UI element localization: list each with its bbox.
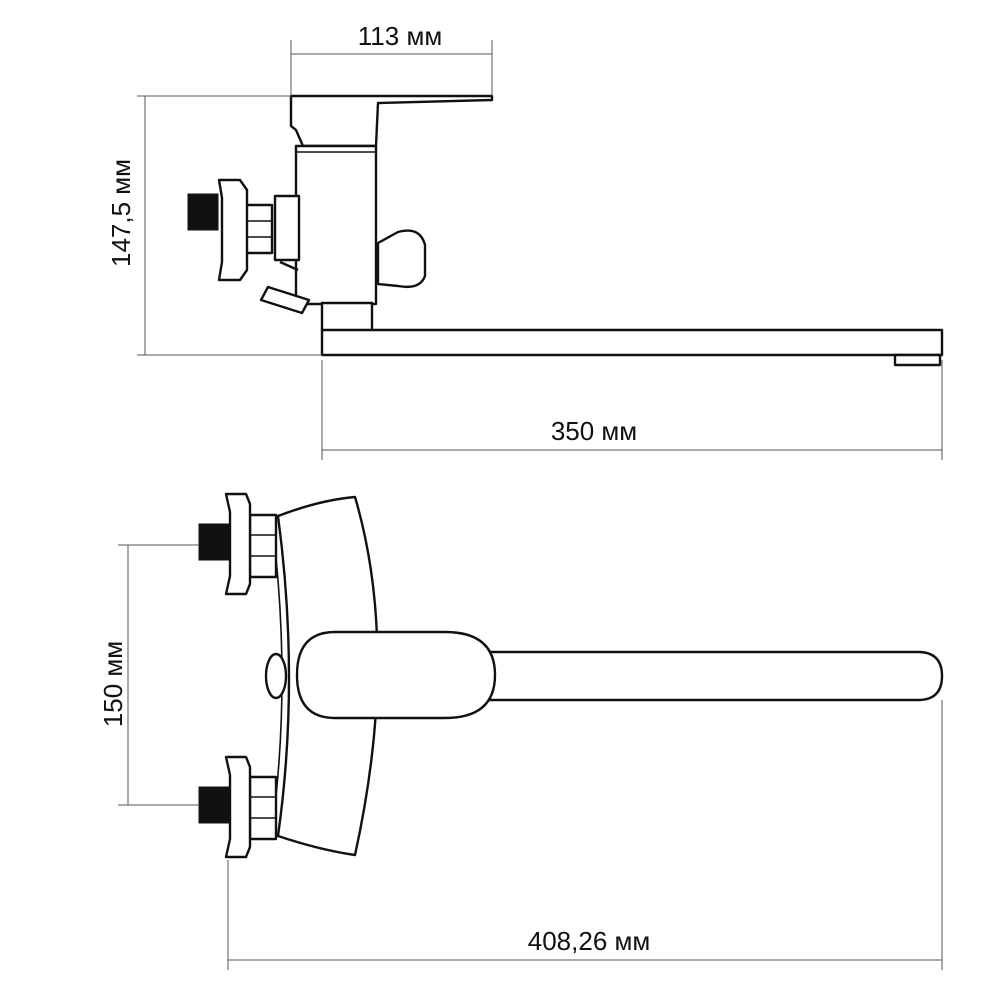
dimension-label-total-length: 408,26 мм	[528, 926, 651, 956]
side-lever	[289, 94, 494, 148]
side-diverter-knob	[376, 229, 427, 289]
dimension-label-height: 147,5 мм	[106, 159, 136, 267]
top-inlet-upper	[198, 492, 278, 596]
dimension-inlet-spacing: 150 мм	[98, 544, 199, 806]
side-spout	[320, 301, 944, 367]
top-spout	[468, 650, 944, 702]
dimension-total-length: 408,26 мм	[227, 700, 943, 970]
top-view	[198, 492, 944, 859]
side-view	[187, 94, 944, 367]
dimension-spout-length: 350 мм	[321, 360, 943, 460]
dimension-top-width: 113 мм	[290, 21, 493, 96]
top-inlet-lower	[198, 755, 278, 859]
dimension-label-inlet-spacing: 150 мм	[98, 641, 128, 727]
side-shower-outlet	[259, 260, 311, 315]
side-inlet	[187, 178, 274, 282]
dimension-height: 147,5 мм	[106, 95, 322, 356]
side-body	[273, 144, 378, 306]
top-lever	[295, 630, 497, 720]
dimension-label-top-width: 113 мм	[358, 21, 442, 51]
dimension-label-spout-length: 350 мм	[551, 416, 637, 446]
